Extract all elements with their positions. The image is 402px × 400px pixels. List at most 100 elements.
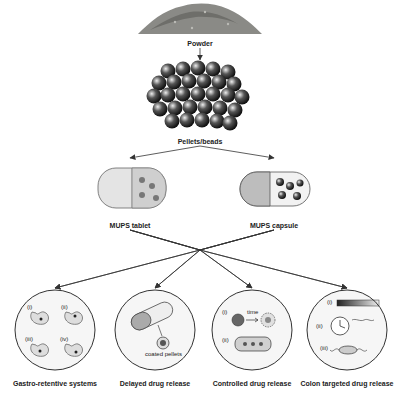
clock-face [331, 317, 349, 335]
pellet-core [265, 317, 271, 323]
annotation: coated pellets [145, 351, 182, 358]
panel-number: (ii) [316, 323, 323, 330]
pellet [152, 76, 167, 91]
circle-outline [105, 288, 205, 388]
stomach-icon [31, 344, 49, 356]
pellet [213, 101, 228, 116]
flow-arrow [55, 230, 274, 288]
panel-number: (iv) [60, 336, 68, 343]
dosage-dot [74, 315, 77, 318]
pellet [191, 87, 206, 102]
circle-fill [212, 290, 292, 370]
pellet [147, 89, 162, 104]
flow-arrow [130, 230, 200, 288]
circle-outline [297, 288, 397, 388]
capsule-icon-body [129, 299, 176, 332]
panel-number: (i) [327, 299, 332, 306]
powder-texture [150, 12, 238, 31]
pellet [183, 100, 198, 115]
pellet [180, 113, 195, 128]
pellet-cluster [147, 61, 250, 131]
product-node: MUPS tablet [88, 158, 172, 230]
pellet-core [160, 340, 166, 346]
circle-fill [15, 290, 95, 370]
matrix-tablet [235, 337, 271, 351]
capsule-body [240, 172, 310, 206]
circle-fill [307, 290, 387, 370]
stomach-icon [65, 312, 83, 324]
flow-arrow [130, 146, 200, 158]
node-label: Controlled drug release [202, 379, 302, 388]
circle-outline [307, 290, 387, 370]
bacterium [339, 346, 357, 354]
tablet-pellet [153, 195, 159, 201]
capsule-icon-cap [129, 310, 154, 333]
clock-hands [340, 320, 345, 328]
capsule-pellet [278, 191, 286, 199]
release-pellet [261, 313, 275, 327]
capsule-icon [129, 299, 176, 332]
annotation: time [247, 309, 258, 316]
flow-arrow [130, 230, 252, 288]
pellet [210, 114, 225, 129]
powder-grain [204, 11, 206, 13]
pellet [221, 88, 236, 103]
flow-arrow [200, 230, 274, 288]
pellet [195, 113, 210, 128]
application-circle: Delayed drug release [105, 288, 205, 388]
circle-outline [115, 290, 195, 370]
panel-number: (i) [27, 304, 32, 311]
application-circle: Controlled drug release [202, 288, 302, 388]
dosage-dot [40, 318, 43, 321]
tablet-section [132, 168, 166, 208]
tablet-body [98, 168, 166, 208]
circle-outline [212, 290, 292, 370]
pellet [235, 90, 250, 105]
flow-arrow [155, 230, 274, 288]
matrix-pellet [251, 342, 255, 346]
capsule-pellet [297, 180, 304, 187]
release-pellet [232, 314, 244, 326]
pellet [228, 103, 243, 118]
pellet [198, 100, 213, 115]
ph-bar [337, 300, 379, 306]
node-label: Colon targeted drug release [297, 379, 397, 388]
flow-arrow [130, 230, 347, 288]
flow-arrow [200, 230, 347, 288]
tablet-pellet [149, 183, 155, 189]
flow-arrow [200, 48, 201, 60]
panel-number: (i) [222, 309, 227, 316]
application-circle: Gastro-retentive systems [5, 288, 105, 388]
node-label: Powder [140, 39, 260, 48]
dosage-dot [75, 351, 78, 354]
circle-outline [202, 288, 302, 388]
dosage-dot [39, 350, 42, 353]
pellet [161, 88, 176, 103]
pellet [167, 75, 182, 90]
matrix-pellet [259, 342, 263, 346]
powder-grain [191, 27, 193, 29]
circle-outline [5, 288, 105, 388]
powder-pile [138, 4, 262, 34]
flow-arrow [55, 230, 200, 288]
powder-grain [227, 23, 229, 25]
product-node: Pellets/beads [145, 60, 255, 146]
coated-pellet [157, 337, 169, 349]
time-scale [352, 319, 374, 320]
capsule-pellet [286, 182, 294, 190]
panel-number: (ii) [61, 304, 68, 311]
pellet [191, 61, 206, 76]
product-node: Powder [140, 2, 260, 48]
circle-outline [15, 290, 95, 370]
panel-number: (iii) [320, 345, 328, 352]
capsule-pellet [276, 178, 284, 186]
capsule-pellet [293, 192, 301, 200]
pellet [168, 101, 183, 116]
tablet-pellet [139, 177, 145, 183]
node-label: Gastro-retentive systems [5, 379, 105, 388]
node-label: MUPS capsule [232, 221, 316, 230]
pellet [182, 74, 197, 89]
pellet [223, 116, 238, 131]
